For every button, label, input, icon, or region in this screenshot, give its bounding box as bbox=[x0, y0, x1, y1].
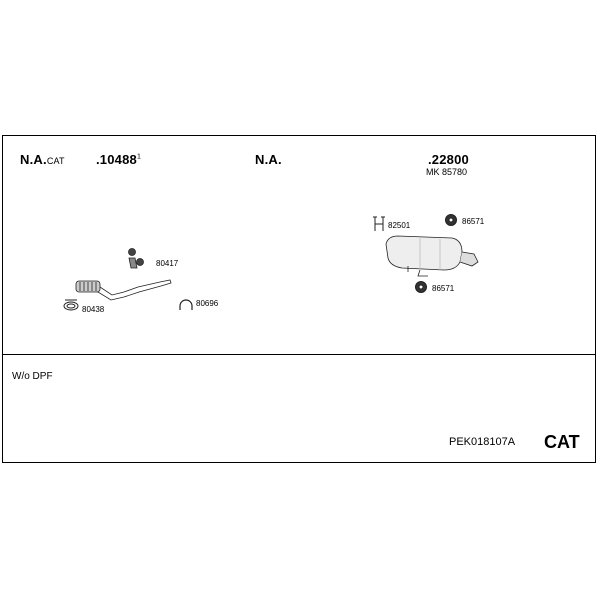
col4-part-number: .22800 bbox=[428, 152, 469, 167]
assembly-type: CAT bbox=[544, 432, 580, 452]
front-hanger-drawing bbox=[128, 248, 144, 269]
front-pipe-drawing bbox=[75, 279, 172, 301]
section-divider bbox=[3, 354, 595, 355]
front-gasket-drawing bbox=[63, 299, 79, 311]
assembly-code: PEK018107A bbox=[449, 436, 516, 448]
col2-superscript: 1 bbox=[136, 153, 142, 161]
col4-sub-label: MK 85780 bbox=[426, 167, 468, 177]
rear-clamp-drawing bbox=[373, 216, 385, 231]
part-label-86571-top: 86571 bbox=[462, 217, 485, 226]
rear-muffler-drawing bbox=[385, 235, 479, 277]
front-clamp-drawing bbox=[179, 299, 193, 310]
col2-part-number: .104881 bbox=[96, 152, 142, 167]
col3-label: N.A. bbox=[255, 152, 282, 167]
footer-note: W/o DPF bbox=[12, 371, 53, 382]
rear-hanger-bottom-drawing bbox=[415, 281, 427, 293]
diagram-frame bbox=[2, 135, 596, 463]
part-label-80438: 80438 bbox=[82, 305, 105, 314]
col1-label: N.A.CAT bbox=[20, 152, 65, 167]
part-label-86571-bottom: 86571 bbox=[432, 284, 455, 293]
col1-suffix: CAT bbox=[46, 156, 65, 166]
part-label-82501: 82501 bbox=[388, 221, 411, 230]
part-label-80696: 80696 bbox=[196, 299, 219, 308]
rear-hanger-top-drawing bbox=[445, 214, 457, 226]
part-label-80417: 80417 bbox=[156, 259, 179, 268]
